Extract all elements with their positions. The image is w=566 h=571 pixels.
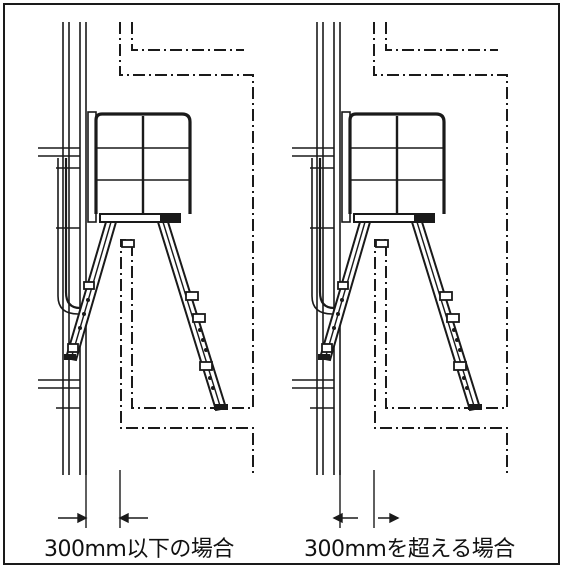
dimension-arrow-left [58, 512, 148, 524]
caption-over-300mm: 300mmを超える場合 [304, 537, 515, 562]
caption-300mm-or-less: 300mm以下の場合 [44, 537, 234, 562]
panel-300mm-or-less [36, 20, 255, 530]
dimension-arrow-right [332, 512, 400, 524]
panel-over-300mm [290, 20, 509, 530]
